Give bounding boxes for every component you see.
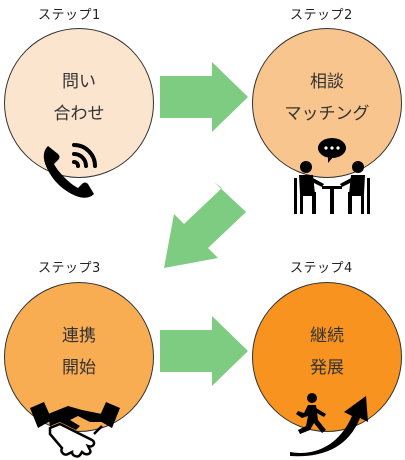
step4-line2: 発展 [310, 358, 344, 378]
step3-text: 連携 開始 [4, 320, 154, 384]
step2-label: ステップ2 [290, 8, 353, 23]
growth-runner-icon [290, 393, 368, 457]
step4-label: ステップ4 [290, 261, 353, 276]
arrow-right-2 [160, 316, 248, 386]
arrow-down-left [164, 182, 246, 268]
step1-line2: 合わせ [53, 104, 105, 124]
consultation-icon [294, 138, 370, 214]
step3-line2: 開始 [62, 358, 96, 378]
step1-line1: 問い [62, 72, 96, 92]
step3-label: ステップ3 [38, 261, 101, 276]
step4-line1: 継続 [310, 326, 344, 346]
step2-line1: 相談 [310, 72, 344, 92]
step4-text: 継続 発展 [252, 320, 402, 384]
step3-circle [4, 282, 154, 432]
step2-line2: マッチング [284, 104, 370, 124]
step1-label: ステップ1 [38, 8, 101, 23]
step3-line1: 連携 [62, 326, 96, 346]
step4-circle [252, 282, 402, 432]
phone-icon [43, 143, 97, 198]
arrow-right-1 [160, 62, 248, 132]
step2-text: 相談 マッチング [252, 66, 402, 130]
handshake-icon [30, 402, 120, 458]
step1-text: 問い 合わせ [4, 66, 154, 130]
